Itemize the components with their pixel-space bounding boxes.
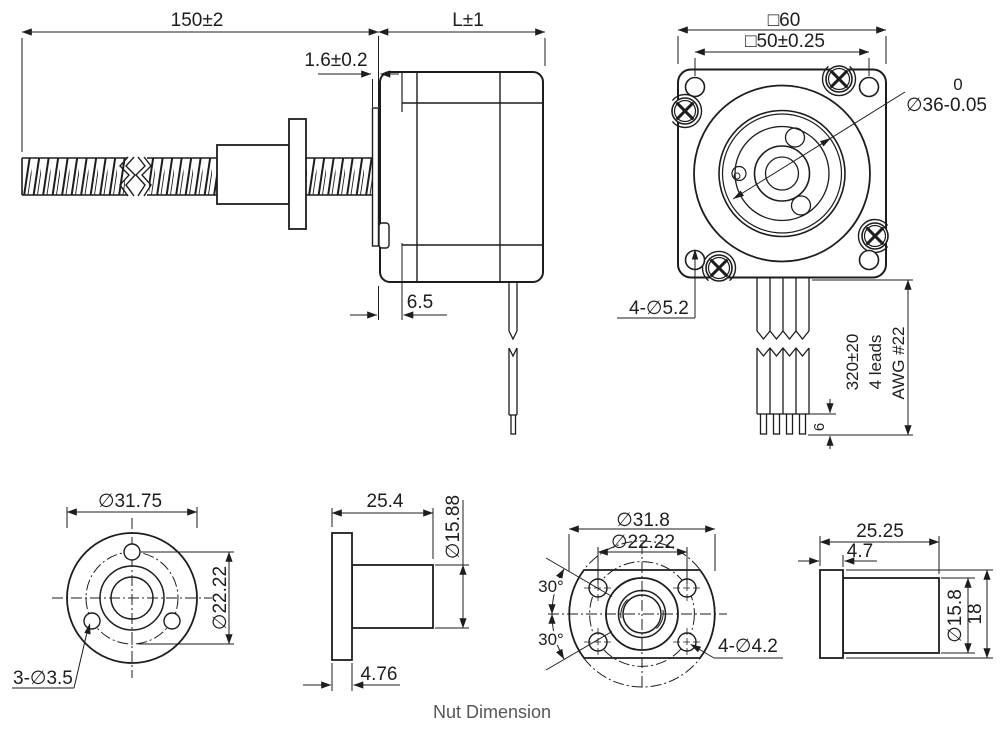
motor-lead-wires [756,277,810,435]
screw-icon [825,65,853,93]
dim-ab-nut-bcd: ∅22.22 [611,532,675,553]
screw-pockets [671,65,889,282]
lead-screw [21,156,372,197]
dim-round-nut-holes: 3-∅3.5 [13,668,73,689]
dim-bolt-pattern: □50±0.25 [745,31,825,52]
screw-icon [861,222,889,250]
front-circles [693,84,871,263]
dim-round-nut-body-od: ∅15.88 [443,495,464,559]
nut-body [351,564,434,629]
nut-holes [83,543,181,630]
dim-ab-nut-od: ∅31.8 [616,510,670,531]
view-ab-nut-side: 25.25 4.7 ∅15.8 18 [798,521,993,659]
dim-spacer-thickness: 1.6±0.2 [304,50,367,71]
motor-body-side [378,71,544,320]
dims-round-nut-side [303,500,469,691]
screw-break [119,156,152,197]
dim-boss-depth: 6.5 [407,292,433,313]
screw-icon [705,254,733,282]
drawing-caption: Nut Dimension [433,702,551,722]
dim-round-nut-od: ∅31.75 [98,491,162,512]
dims-round-nut-front [12,507,234,689]
dim-pilot-tol-upper: 0 [953,75,962,94]
dim-lead-count: 4 leads [866,335,885,390]
ab-nut-bolt-circle [589,561,695,667]
motor-lead-wire-side [508,282,518,435]
dim-frame-size: □60 [768,10,801,31]
dim-screw-length: 150±2 [171,10,224,31]
spacer-plate [371,107,380,247]
dim-motor-length: L±1 [452,10,484,31]
dims-ab-nut-front [545,525,783,671]
dim-mounting-holes: 4-∅5.2 [629,298,689,319]
dim-pilot-diameter: ∅36-0.05 [906,95,987,116]
motor-face [677,68,887,279]
dim-strip-length: 6 [811,423,828,431]
assembly-screws [671,65,889,282]
view-motor-side: 150±2 L±1 1.6±0.2 6.5 [21,10,546,435]
dims-motor-front [617,26,913,449]
dim-ab-nut-body-od: ∅15.8 [945,589,966,643]
dim-lead-gauge: AWG #22 [889,326,908,399]
view-motor-front: □60 □50±0.25 0 ∅36-0.05 4-∅5.2 320±20 4 … [617,10,987,449]
dim-ab-nut-holes: 4-∅4.2 [718,636,778,657]
view-ab-nut-front: ∅31.8 ∅22.22 30° 30° 4-∅4.2 [536,510,783,688]
screw-icon [671,97,699,125]
dim-round-nut-length: 25.4 [367,491,404,512]
dims-ab-nut-side [798,536,993,659]
dim-ab-nut-angle-upper: 30° [538,577,564,596]
dim-lead-length: 320±20 [843,334,862,391]
dim-ab-nut-angle-lower: 30° [538,630,564,649]
dim-ab-nut-flange-h: 18 [965,603,986,624]
ab-nut-flange [819,569,844,659]
dims-motor-side [21,28,546,320]
dim-ab-nut-flange-t: 4.7 [847,541,873,562]
dim-round-nut-flange-t: 4.76 [361,664,398,685]
view-round-nut-side: 25.4 ∅15.88 4.76 [303,491,469,691]
nut-flange [331,532,353,661]
nut-flange-od [66,532,198,664]
ab-nut-body [842,577,940,654]
nut-body-side [216,144,290,205]
dim-ab-nut-length: 25.25 [856,521,904,542]
dim-round-nut-bcd: ∅22.22 [210,566,231,630]
view-round-nut-front: ∅31.75 ∅22.22 3-∅3.5 [12,491,234,689]
nut-flange-side [288,118,307,230]
